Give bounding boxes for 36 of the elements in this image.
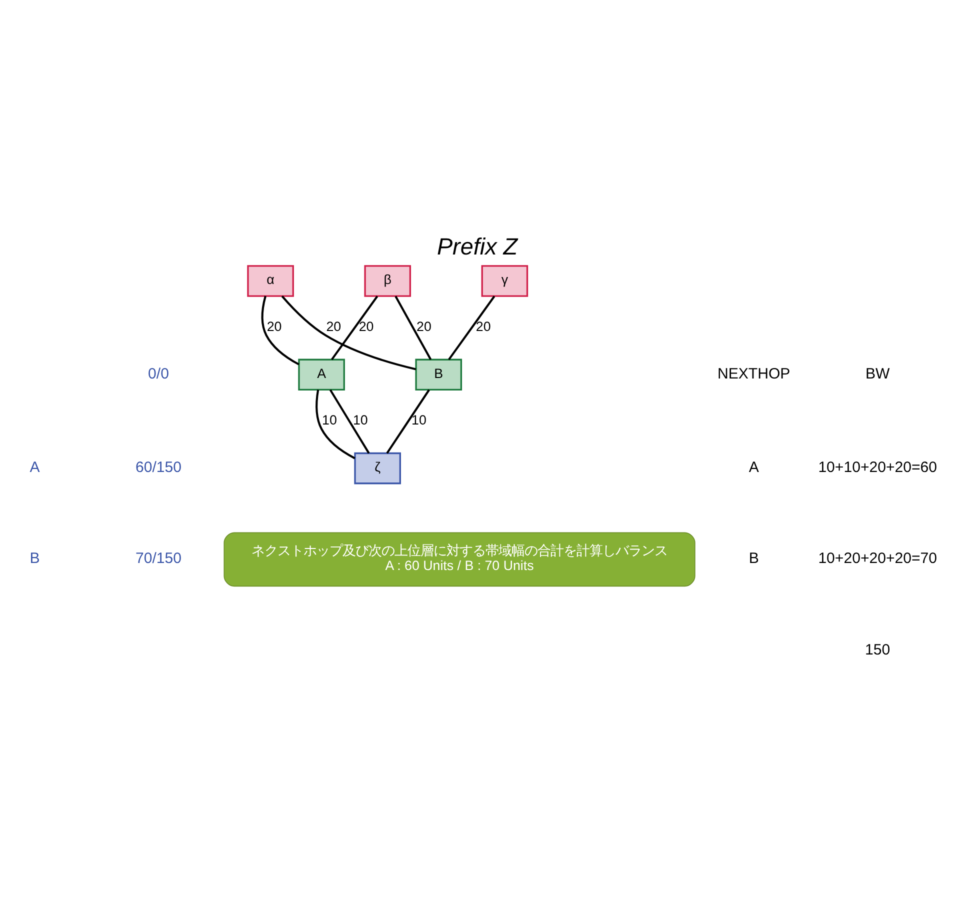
label: A bbox=[748, 458, 759, 476]
edge-label: 20 bbox=[266, 319, 282, 334]
label: 70/150 bbox=[135, 550, 182, 568]
label: BW bbox=[865, 365, 890, 382]
label: 0/0 bbox=[148, 365, 169, 382]
label: B bbox=[748, 550, 759, 568]
connector bbox=[316, 390, 356, 460]
diagram-title: Prefix Z bbox=[436, 234, 518, 260]
node-box: B bbox=[415, 358, 462, 391]
label: 10+10+20+20=60 bbox=[818, 458, 938, 476]
node-box: β bbox=[364, 265, 412, 297]
connector bbox=[281, 295, 416, 370]
label: A bbox=[30, 458, 40, 476]
node-box: A bbox=[298, 358, 345, 391]
connector bbox=[386, 389, 430, 454]
connector bbox=[448, 296, 496, 360]
edge-label: 10 bbox=[352, 412, 368, 428]
label: B bbox=[30, 550, 40, 568]
edge-label: 10 bbox=[322, 412, 337, 428]
edge-label: 20 bbox=[416, 319, 432, 334]
node-box: ネクストホップ及び次の上位層に対する帯域幅の合計を計算しバランス A : 60 Units / B : 70 Units bbox=[224, 532, 696, 587]
connector bbox=[330, 296, 378, 360]
edge-label: 20 bbox=[358, 319, 374, 334]
edge-label: 20 bbox=[476, 319, 491, 334]
node-box: ζ bbox=[354, 452, 401, 484]
edge-label: 10 bbox=[412, 412, 426, 428]
connector bbox=[261, 296, 300, 366]
edge-label: 20 bbox=[326, 319, 342, 334]
label: NEXTHOP bbox=[717, 365, 790, 382]
label: 10+20+20+20=70 bbox=[818, 550, 938, 568]
connector bbox=[329, 389, 370, 454]
node-box: γ bbox=[481, 265, 528, 297]
label: 150 bbox=[865, 641, 890, 658]
connector bbox=[394, 296, 432, 360]
node-box: α bbox=[247, 265, 294, 297]
label: 60/150 bbox=[135, 458, 182, 476]
